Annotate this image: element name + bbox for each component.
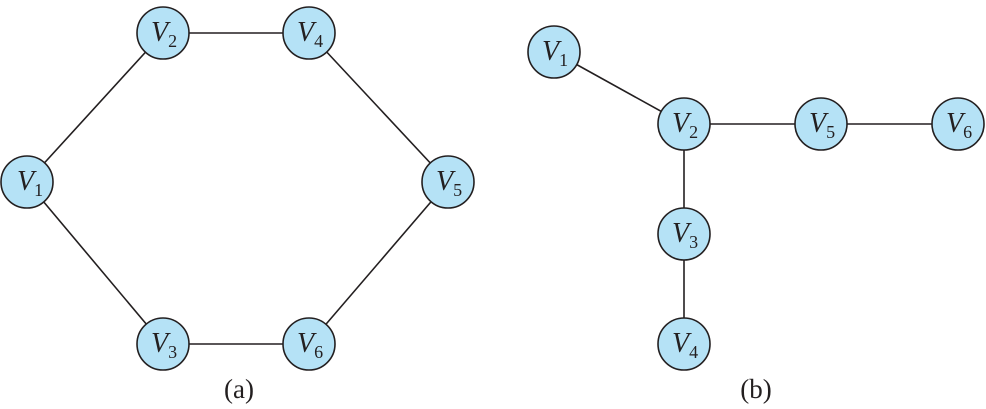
graph-b: V1 V2 V5 V6 V3 V4 (b) — [527, 25, 985, 404]
node-subscript: 2 — [168, 31, 177, 51]
node-label: V5 — [436, 166, 462, 200]
node-label: V4 — [672, 328, 698, 362]
node-circle — [931, 97, 985, 151]
node-circle — [657, 317, 711, 371]
node-subscript: 4 — [689, 342, 698, 362]
node-subscript: 5 — [453, 180, 462, 200]
node-subscript: 1 — [559, 50, 568, 70]
node-b-v3: V3 — [657, 207, 711, 261]
edge-a-v5-v6 — [308, 181, 449, 345]
node-b-v2: V2 — [657, 97, 711, 151]
node-circle — [527, 25, 581, 79]
node-label: V1 — [17, 166, 43, 200]
node-b-v1: V1 — [527, 25, 581, 79]
node-letter: V — [672, 328, 692, 359]
node-a-v3: V3 — [136, 317, 190, 371]
node-subscript: 3 — [168, 342, 177, 362]
node-b-v5: V5 — [794, 97, 848, 151]
node-letter: V — [946, 108, 966, 139]
node-a-v1: V1 — [0, 155, 54, 209]
node-b-v4: V4 — [657, 317, 711, 371]
edge-a-v1-v2 — [26, 32, 164, 183]
node-letter: V — [297, 328, 317, 359]
node-subscript: 1 — [34, 180, 43, 200]
node-label: V4 — [297, 17, 323, 51]
node-circle — [282, 317, 336, 371]
node-label: V2 — [151, 17, 177, 51]
node-letter: V — [151, 328, 171, 359]
node-subscript: 6 — [963, 122, 972, 142]
node-letter: V — [672, 108, 692, 139]
node-a-v2: V2 — [136, 6, 190, 60]
graph-a: V1 V2 V4 V5 V6 V3 (a) — [0, 6, 475, 404]
edge-a-v3-v1 — [26, 181, 164, 345]
node-letter: V — [809, 108, 829, 139]
node-circle — [0, 155, 54, 209]
node-subscript: 2 — [689, 122, 698, 142]
node-letter: V — [297, 17, 317, 48]
node-a-v4: V4 — [282, 6, 336, 60]
node-label: V6 — [946, 108, 972, 142]
node-subscript: 4 — [314, 31, 323, 51]
node-label: V3 — [672, 218, 698, 252]
node-circle — [136, 317, 190, 371]
node-letter: V — [672, 218, 692, 249]
node-label: V5 — [809, 108, 835, 142]
node-label: V6 — [297, 328, 323, 362]
node-letter: V — [542, 36, 562, 67]
node-label: V3 — [151, 328, 177, 362]
node-subscript: 6 — [314, 342, 323, 362]
node-a-v5: V5 — [421, 155, 475, 209]
node-circle — [421, 155, 475, 209]
node-circle — [657, 207, 711, 261]
node-letter: V — [151, 17, 171, 48]
caption-b: (b) — [740, 374, 771, 404]
node-letter: V — [17, 166, 37, 197]
node-label: V2 — [672, 108, 698, 142]
node-circle — [794, 97, 848, 151]
node-subscript: 3 — [689, 232, 698, 252]
caption-a: (a) — [224, 374, 254, 404]
node-b-v6: V6 — [931, 97, 985, 151]
node-a-v6: V6 — [282, 317, 336, 371]
node-circle — [136, 6, 190, 60]
node-circle — [282, 6, 336, 60]
node-circle — [657, 97, 711, 151]
node-subscript: 5 — [826, 122, 835, 142]
edge-a-v4-v5 — [308, 32, 449, 183]
node-letter: V — [436, 166, 456, 197]
node-label: V1 — [542, 36, 568, 70]
